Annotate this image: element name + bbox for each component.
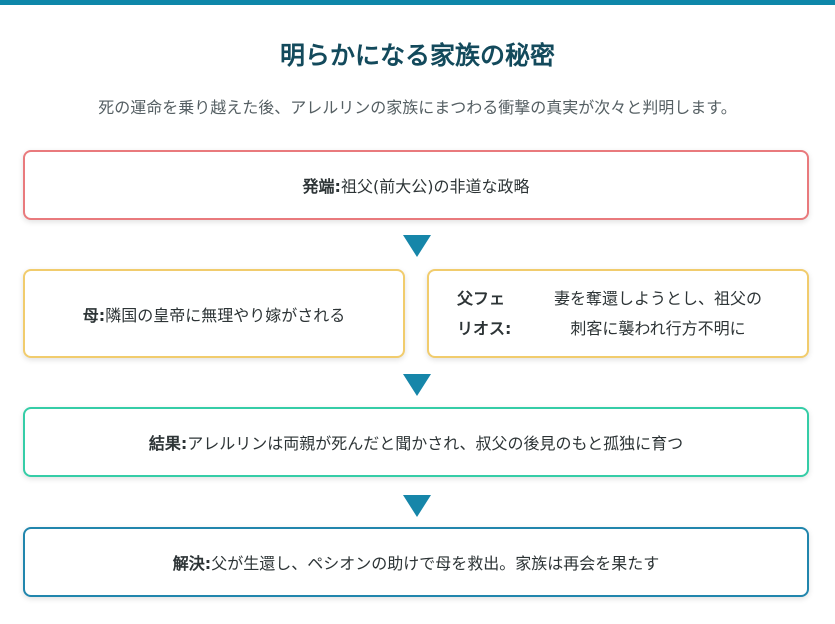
flow-box-mother: 母: 隣国の皇帝に無理やり嫁がされる [23,269,405,358]
page-subtitle: 死の運命を乗り越えた後、アレルリンの家族にまつわる衝撃の真実が次々と判明します。 [98,98,737,117]
result-text: アレルリンは両親が死んだと聞かされ、叔父の後見のもと孤独に育つ [187,434,684,453]
origin-text: 祖父(前大公)の非道な政略 [340,177,530,196]
origin-label: 発端: [302,177,341,196]
resolution-label: 解決: [172,554,212,573]
flow-box-resolution: 解決: 父が生還し、ペシオンの助けで母を救出。家族は再会を果たす [23,527,809,597]
flow-box-origin: 発端: 祖父(前大公)の非道な政略 [23,150,809,220]
top-accent-bar [0,0,835,5]
father-label-line1: 父フェ [457,288,506,308]
flow-box-result: 結果: アレルリンは両親が死んだと聞かされ、叔父の後見のもと孤独に育つ [23,407,809,477]
flow-box-father: 父フェ リオス: 妻を奪還しようとし、祖父の 刺客に襲われ行方不明に [427,269,809,358]
down-arrow-icon [403,374,431,396]
father-text-line2: 刺客に襲われ行方不明に [570,318,746,338]
father-text: 妻を奪還しようとし、祖父の 刺客に襲われ行方不明に [529,284,787,344]
result-label: 結果: [148,434,188,453]
father-text-line1: 妻を奪還しようとし、祖父の [553,288,762,308]
down-arrow-icon [403,495,431,517]
resolution-text: 父が生還し、ペシオンの助けで母を救出。家族は再会を果たす [211,554,660,573]
mother-text: 隣国の皇帝に無理やり嫁がされる [105,305,346,325]
page-title: 明らかになる家族の秘密 [279,41,555,70]
down-arrow-icon [403,235,431,257]
father-label-line2: リオス: [457,318,512,338]
mother-label: 母: [82,305,106,325]
father-label: 父フェ リオス: [457,284,525,344]
